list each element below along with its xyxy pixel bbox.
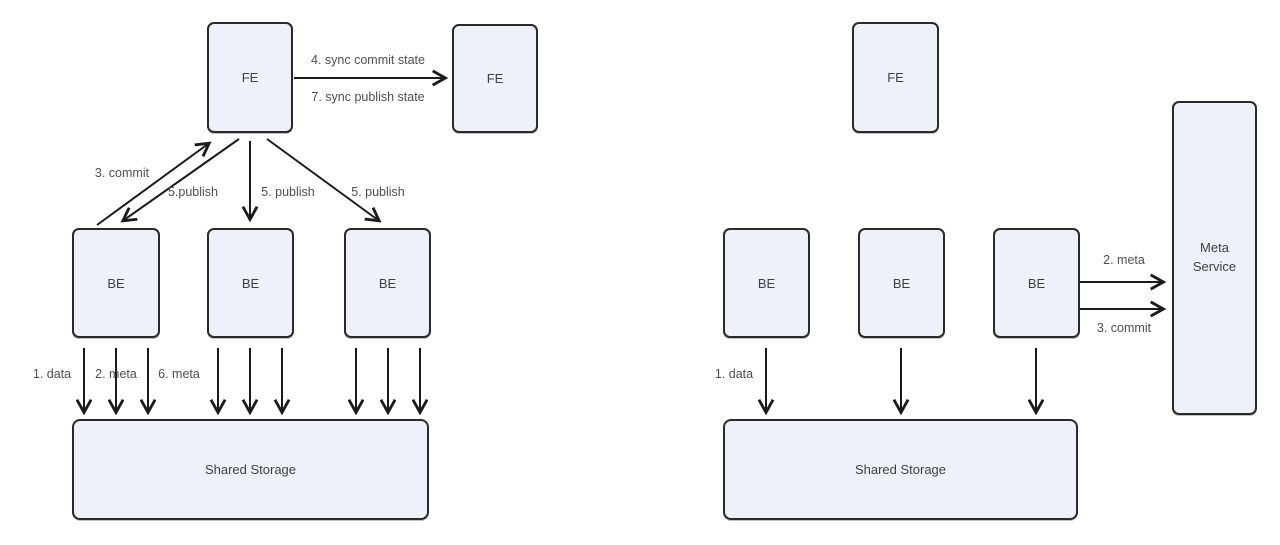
arrow-publish-fe-to-be3 [266, 138, 378, 220]
node-be1-right: BE [723, 228, 810, 338]
edge-label-meta-6-left: 6. meta [158, 366, 200, 381]
node-be1-left-label: BE [107, 275, 125, 291]
edge-label-commit-3: 3. commit [94, 165, 150, 180]
edge-label-publish-a: 5.publish [167, 184, 219, 199]
node-shared-storage-right: Shared Storage [723, 419, 1078, 520]
edge-label-publish-b: 5. publish [261, 184, 315, 199]
edge-label-meta-2-left: 2. meta [95, 366, 137, 381]
node-fe-peer-left: FE [452, 24, 538, 133]
node-be3-left-label: BE [378, 275, 397, 291]
node-fe-right: FE [852, 22, 939, 133]
node-shared-storage-left-label: Shared Storage [204, 462, 297, 477]
edge-label-meta-2-right: 2. meta [1103, 252, 1145, 267]
edge-label-sync-commit-state: 4. sync commit state [311, 52, 425, 67]
node-be1-right-label: BE [757, 275, 776, 291]
node-fe-main-left: FE [207, 22, 293, 133]
edge-label-commit-3-right: 3. commit [1096, 320, 1152, 335]
node-shared-storage-left: Shared Storage [72, 419, 429, 520]
node-be3-right-label: BE [1027, 275, 1046, 291]
node-fe-main-left-label: FE [241, 70, 259, 85]
node-be3-left: BE [344, 228, 431, 338]
node-be1-left: BE [72, 228, 160, 338]
edge-label-data-1-left: 1. data [32, 366, 72, 381]
node-shared-storage-right-label: Shared Storage [854, 462, 947, 477]
node-fe-right-label: FE [887, 70, 904, 85]
node-be2-left: BE [207, 228, 294, 338]
node-meta-service: Meta Service [1172, 101, 1257, 415]
edge-label-sync-publish-state: 7. sync publish state [311, 89, 425, 104]
edge-label-publish-c: 5. publish [351, 184, 405, 199]
node-be2-right-label: BE [892, 275, 911, 291]
node-be3-right: BE [993, 228, 1080, 338]
node-fe-peer-left-label: FE [486, 71, 504, 86]
node-be2-left-label: BE [241, 275, 260, 291]
edge-label-data-1-right: 1. data [714, 366, 754, 381]
node-be2-right: BE [858, 228, 945, 338]
node-meta-service-label: Meta Service [1192, 240, 1237, 274]
